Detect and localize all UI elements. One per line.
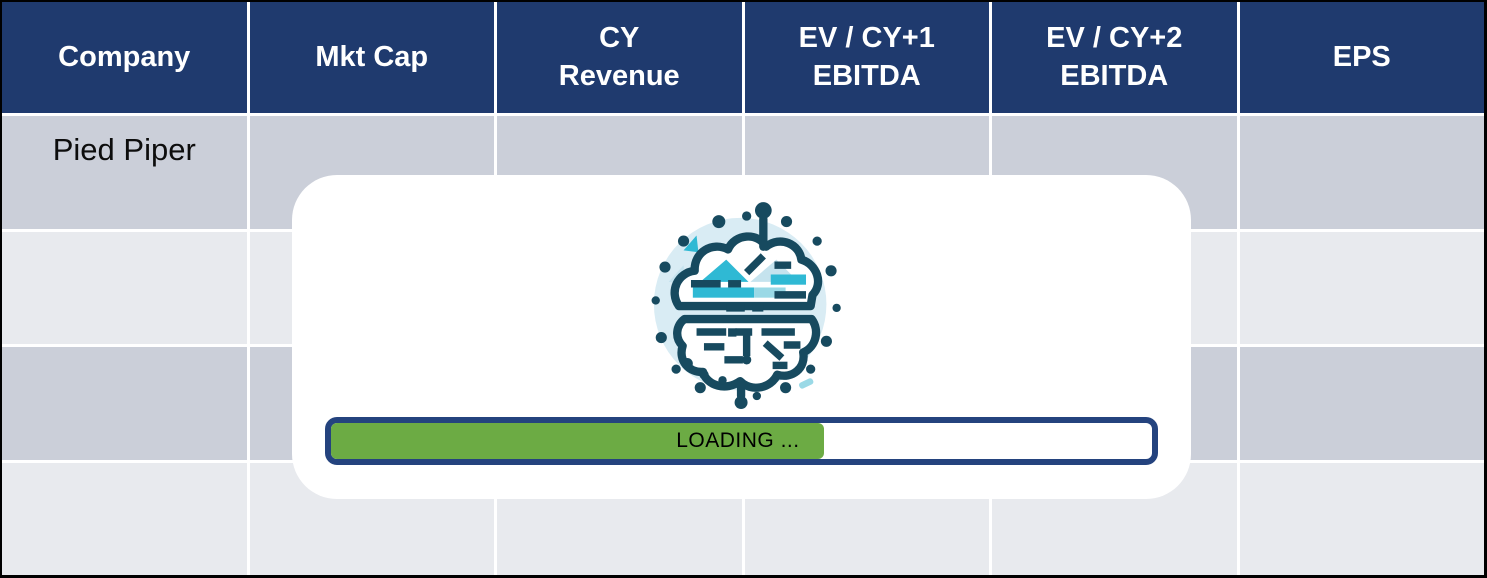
- table-cell: [2, 347, 247, 460]
- column-header-cy-revenue: CY Revenue: [497, 2, 742, 113]
- table-cell: [1239, 116, 1484, 229]
- column-header-mkt-cap: Mkt Cap: [249, 2, 494, 113]
- loading-overlay-card: LOADING ...: [292, 175, 1191, 499]
- company-name: Pied Piper: [52, 132, 196, 167]
- progress-fill: LOADING ...: [331, 423, 824, 459]
- table-cell: [2, 462, 247, 575]
- table-cell: [2, 231, 247, 344]
- column-header-ev-cy2-ebitda: EV / CY+2 EBITDA: [992, 2, 1237, 113]
- table-cell: [1239, 231, 1484, 344]
- loading-progress-bar: LOADING ...: [325, 417, 1158, 465]
- column-header-eps: EPS: [1239, 2, 1484, 113]
- company-cell: Pied Piper: [2, 116, 247, 229]
- table-cell: [1239, 347, 1484, 460]
- loading-label: LOADING ...: [676, 429, 800, 452]
- table-cell: [1239, 462, 1484, 575]
- brain-circuit-icon: [633, 191, 851, 409]
- column-header-company: Company: [2, 2, 247, 113]
- column-header-ev-cy1-ebitda: EV / CY+1 EBITDA: [744, 2, 989, 113]
